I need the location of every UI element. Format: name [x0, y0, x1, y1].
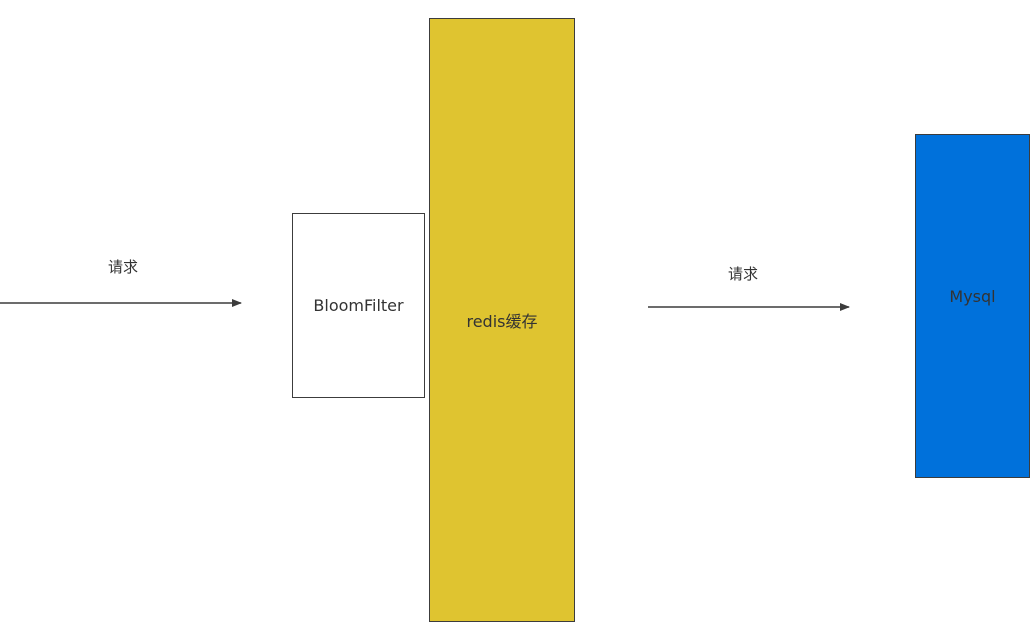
redis-cache-label: redis缓存: [466, 312, 538, 331]
bloomfilter-label: BloomFilter: [313, 296, 404, 315]
mysql-node[interactable]: Mysql: [915, 134, 1030, 478]
request-label-right: 请求: [728, 265, 759, 283]
redis-cache-node[interactable]: redis缓存: [429, 18, 575, 622]
mysql-label: Mysql: [949, 286, 996, 306]
bloomfilter-node[interactable]: BloomFilter: [292, 213, 425, 398]
request-label-left: 请求: [108, 258, 139, 276]
